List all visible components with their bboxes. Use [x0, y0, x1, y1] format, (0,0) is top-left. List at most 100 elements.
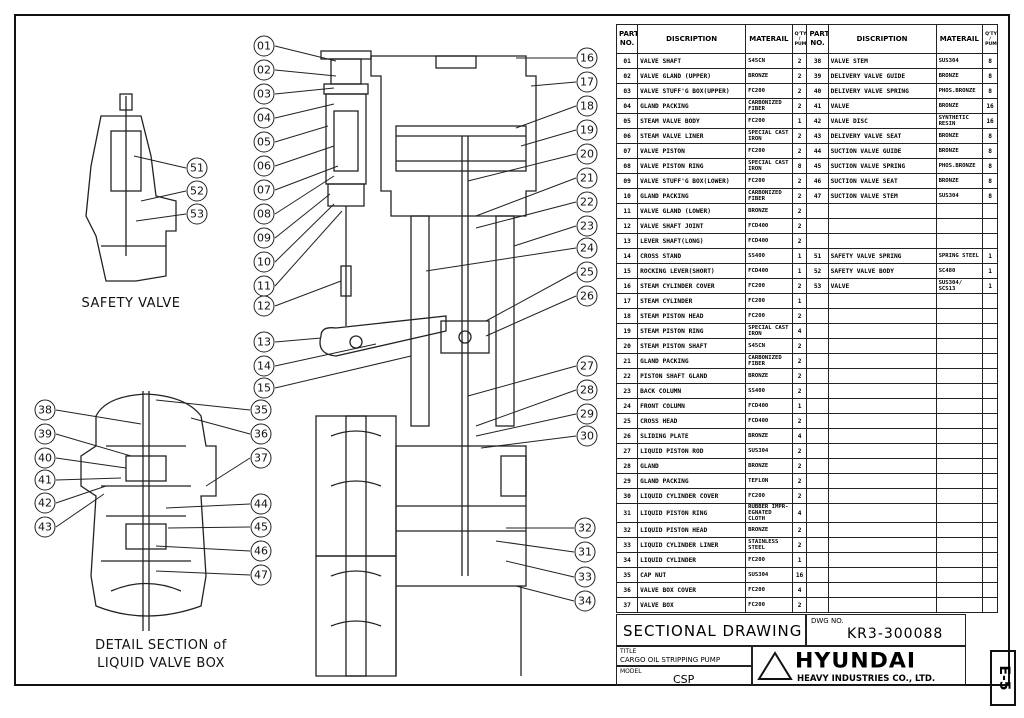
parts-cell: [827, 323, 937, 339]
callout-38: 38: [34, 399, 142, 425]
parts-cell: [935, 308, 984, 324]
parts-cell: 06: [615, 128, 639, 144]
parts-cell: STEAM PISTON RING: [637, 323, 747, 339]
parts-cell: 2: [791, 203, 808, 219]
svg-text:43: 43: [38, 521, 52, 534]
parts-cell: [827, 233, 937, 249]
callout-44: 44: [165, 493, 272, 515]
callout-11: 11: [253, 210, 343, 297]
parts-cell: STEAM CYLINDER COVER: [637, 278, 747, 294]
svg-text:10: 10: [257, 256, 271, 269]
parts-cell: 2: [791, 308, 808, 324]
parts-cell: 23: [615, 383, 639, 399]
parts-cell: VALVE SHAFT: [637, 53, 747, 69]
parts-cell: FRONT COLUMN: [637, 398, 747, 414]
callout-27: 27: [467, 355, 598, 397]
parts-cell: GLAND PACKING: [637, 353, 747, 369]
parts-cell: 43: [806, 128, 829, 144]
sectional-drawing: 01 02 03 04 05 06 07 08 09 10 11 12 13 1…: [34, 35, 598, 677]
parts-cell: SPECIAL CAST IRON: [745, 128, 793, 144]
svg-text:47: 47: [254, 569, 268, 582]
parts-cell: 38: [806, 53, 829, 69]
parts-cell: TEFLON: [745, 473, 793, 489]
callout-47: 47: [155, 564, 272, 586]
detail-section-label-line1: DETAIL SECTION of: [95, 638, 227, 653]
svg-text:30: 30: [580, 430, 594, 443]
parts-cell: [827, 218, 937, 234]
parts-cell: 1: [791, 248, 808, 264]
parts-cell: S45CN: [745, 338, 793, 354]
callout-02: 02: [253, 59, 337, 81]
pump-outline: [80, 50, 537, 677]
parts-cell: 2: [791, 522, 808, 538]
callout-12: 12: [253, 280, 342, 317]
parts-cell: [935, 233, 984, 249]
parts-cell: LIQUID CYLINDER: [637, 552, 747, 568]
parts-cell: [827, 552, 937, 568]
parts-cell: 46: [806, 173, 829, 189]
parts-cell: [982, 488, 998, 504]
parts-cell: SUCTION VALVE STEM: [827, 188, 937, 204]
svg-text:07: 07: [257, 184, 271, 197]
parts-cell: SAFETY VALVE SPRING: [827, 248, 937, 264]
svg-text:14: 14: [257, 360, 271, 373]
parts-cell: [827, 582, 937, 598]
parts-cell: 2: [791, 338, 808, 354]
callout-29: 29: [475, 403, 598, 437]
parts-cell: SUCTION VALVE SPRING: [827, 158, 937, 174]
parts-cell: 53: [806, 278, 829, 294]
parts-cell: [806, 443, 829, 459]
parts-cell: GLAND PACKING: [637, 188, 747, 204]
svg-text:24: 24: [580, 242, 594, 255]
parts-cell: 2: [791, 597, 808, 613]
parts-cell: [935, 323, 984, 339]
parts-cell: [982, 552, 998, 568]
parts-cell: [827, 503, 937, 523]
parts-cell: 10: [615, 188, 639, 204]
parts-cell: [827, 353, 937, 369]
parts-cell: 2: [791, 488, 808, 504]
parts-cell: VALVE STEM: [827, 53, 937, 69]
callout-06: 06: [253, 145, 335, 177]
parts-cell: 2: [791, 278, 808, 294]
callout-26: 26: [485, 285, 598, 337]
drawing-name-cell: SECTIONAL DRAWING: [616, 614, 806, 646]
svg-text:01: 01: [257, 40, 271, 53]
parts-cell: 2: [791, 188, 808, 204]
parts-cell: [982, 537, 998, 553]
parts-cell: 2: [791, 443, 808, 459]
parts-cell: SUS304/ SCS13: [935, 278, 984, 294]
parts-cell: [935, 398, 984, 414]
parts-cell: ROCKING LEVER(SHORT): [637, 263, 747, 279]
parts-cell: 4: [791, 503, 808, 523]
callout-01: 01: [253, 35, 337, 62]
svg-text:32: 32: [578, 522, 592, 535]
parts-cell: 2: [791, 473, 808, 489]
parts-cell: VALVE DISC: [827, 113, 937, 129]
callout-43: 43: [34, 493, 105, 538]
parts-cell: SUS304: [745, 443, 793, 459]
parts-cell: 25: [615, 413, 639, 429]
parts-cell: 17: [615, 293, 639, 309]
parts-cell: VALVE BOX: [637, 597, 747, 613]
callout-35: 35: [155, 399, 272, 421]
callout-03: 03: [253, 83, 335, 105]
parts-cell: 11: [615, 203, 639, 219]
parts-cell: BRONZE: [745, 458, 793, 474]
parts-cell: LIQUID PISTON ROD: [637, 443, 747, 459]
parts-cell: 2: [791, 413, 808, 429]
parts-cell: DELIVERY VALVE GUIDE: [827, 68, 937, 84]
parts-cell: 2: [791, 353, 808, 369]
parts-cell: BRONZE: [745, 522, 793, 538]
drawing-name: SECTIONAL DRAWING: [623, 622, 803, 640]
